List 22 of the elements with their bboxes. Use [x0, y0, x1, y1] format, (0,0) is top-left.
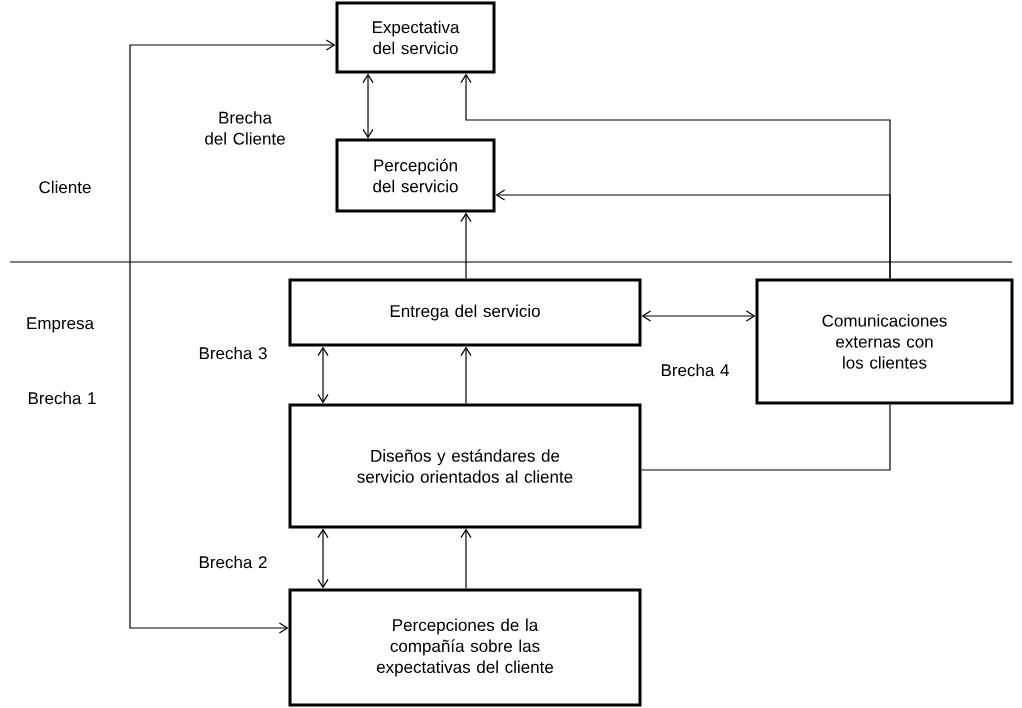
section-label: Cliente [39, 180, 91, 194]
process-box: Diseños y estándares de servicio orientados al cliente [288, 403, 642, 529]
arrow [495, 189, 891, 280]
arrow [362, 73, 374, 139]
arrow [317, 346, 329, 404]
process-box: Comunicaciones externas con los clientes [755, 278, 1014, 405]
section-label: Empresa [27, 317, 94, 333]
edge-label: Brecha 3 [199, 346, 267, 360]
arrow [641, 310, 756, 322]
arrow [129, 39, 336, 634]
process-box: Expectativa del servicio [335, 1, 496, 74]
arrow [317, 528, 329, 589]
edge-label: Brecha 4 [661, 363, 729, 377]
edge-label: Brecha 1 [28, 391, 96, 405]
arrow [460, 528, 472, 590]
process-box: Percepción del servicio [335, 138, 496, 213]
process-box: Percepciones de la compañía sobre las expectativas del cliente [288, 588, 642, 707]
edge-label: Brecha del Cliente [205, 111, 285, 145]
arrow [460, 212, 472, 280]
arrow [460, 346, 472, 405]
process-box: Entrega del servicio [288, 278, 642, 347]
edge-label: Brecha 2 [199, 555, 267, 569]
